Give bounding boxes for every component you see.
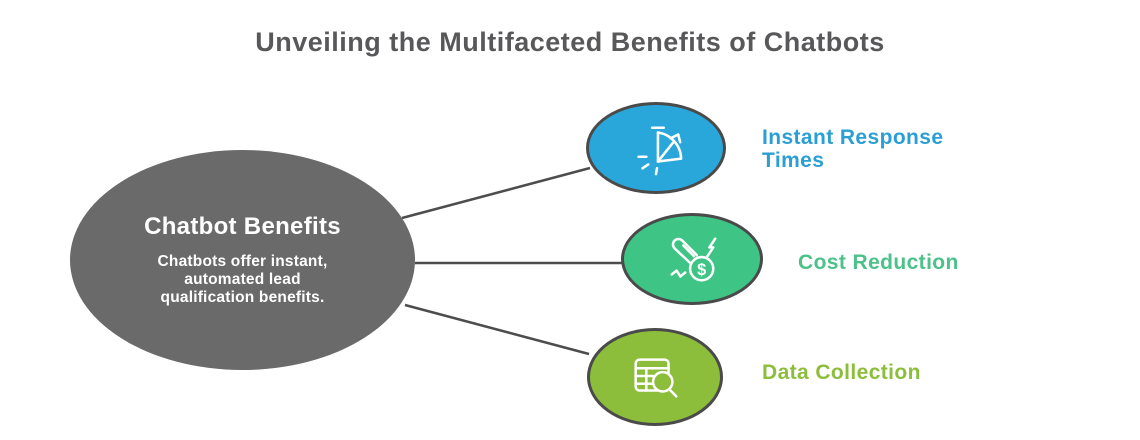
central-topic-description: Chatbots offer instant, automated lead q…	[158, 253, 328, 307]
node-instant-response-times	[586, 102, 726, 194]
node-label-data-collection: Data Collection	[762, 361, 921, 384]
node-data-collection	[587, 328, 723, 426]
stopwatch-icon	[637, 126, 683, 176]
dollar-sign: $	[697, 261, 706, 279]
description-line: automated lead	[184, 271, 301, 288]
description-line: qualification benefits.	[160, 289, 325, 306]
connector-line-instant-response	[401, 166, 591, 220]
table-search-icon	[634, 358, 678, 398]
central-topic-ellipse: Chatbot Benefits Chatbots offer instant,…	[70, 150, 415, 370]
central-topic-heading: Chatbot Benefits	[144, 213, 341, 240]
description-line: Chatbots offer instant,	[157, 253, 328, 270]
node-label-cost-reduction: Cost Reduction	[798, 251, 959, 274]
node-label-instant-response-times: Instant Response Times	[762, 126, 944, 172]
connector-line-data-collection	[404, 303, 590, 356]
rocket-dollar-icon: $	[670, 237, 717, 282]
diagram-title: Unveiling the Multifaceted Benefits of C…	[255, 27, 885, 57]
node-cost-reduction: $	[621, 213, 763, 305]
